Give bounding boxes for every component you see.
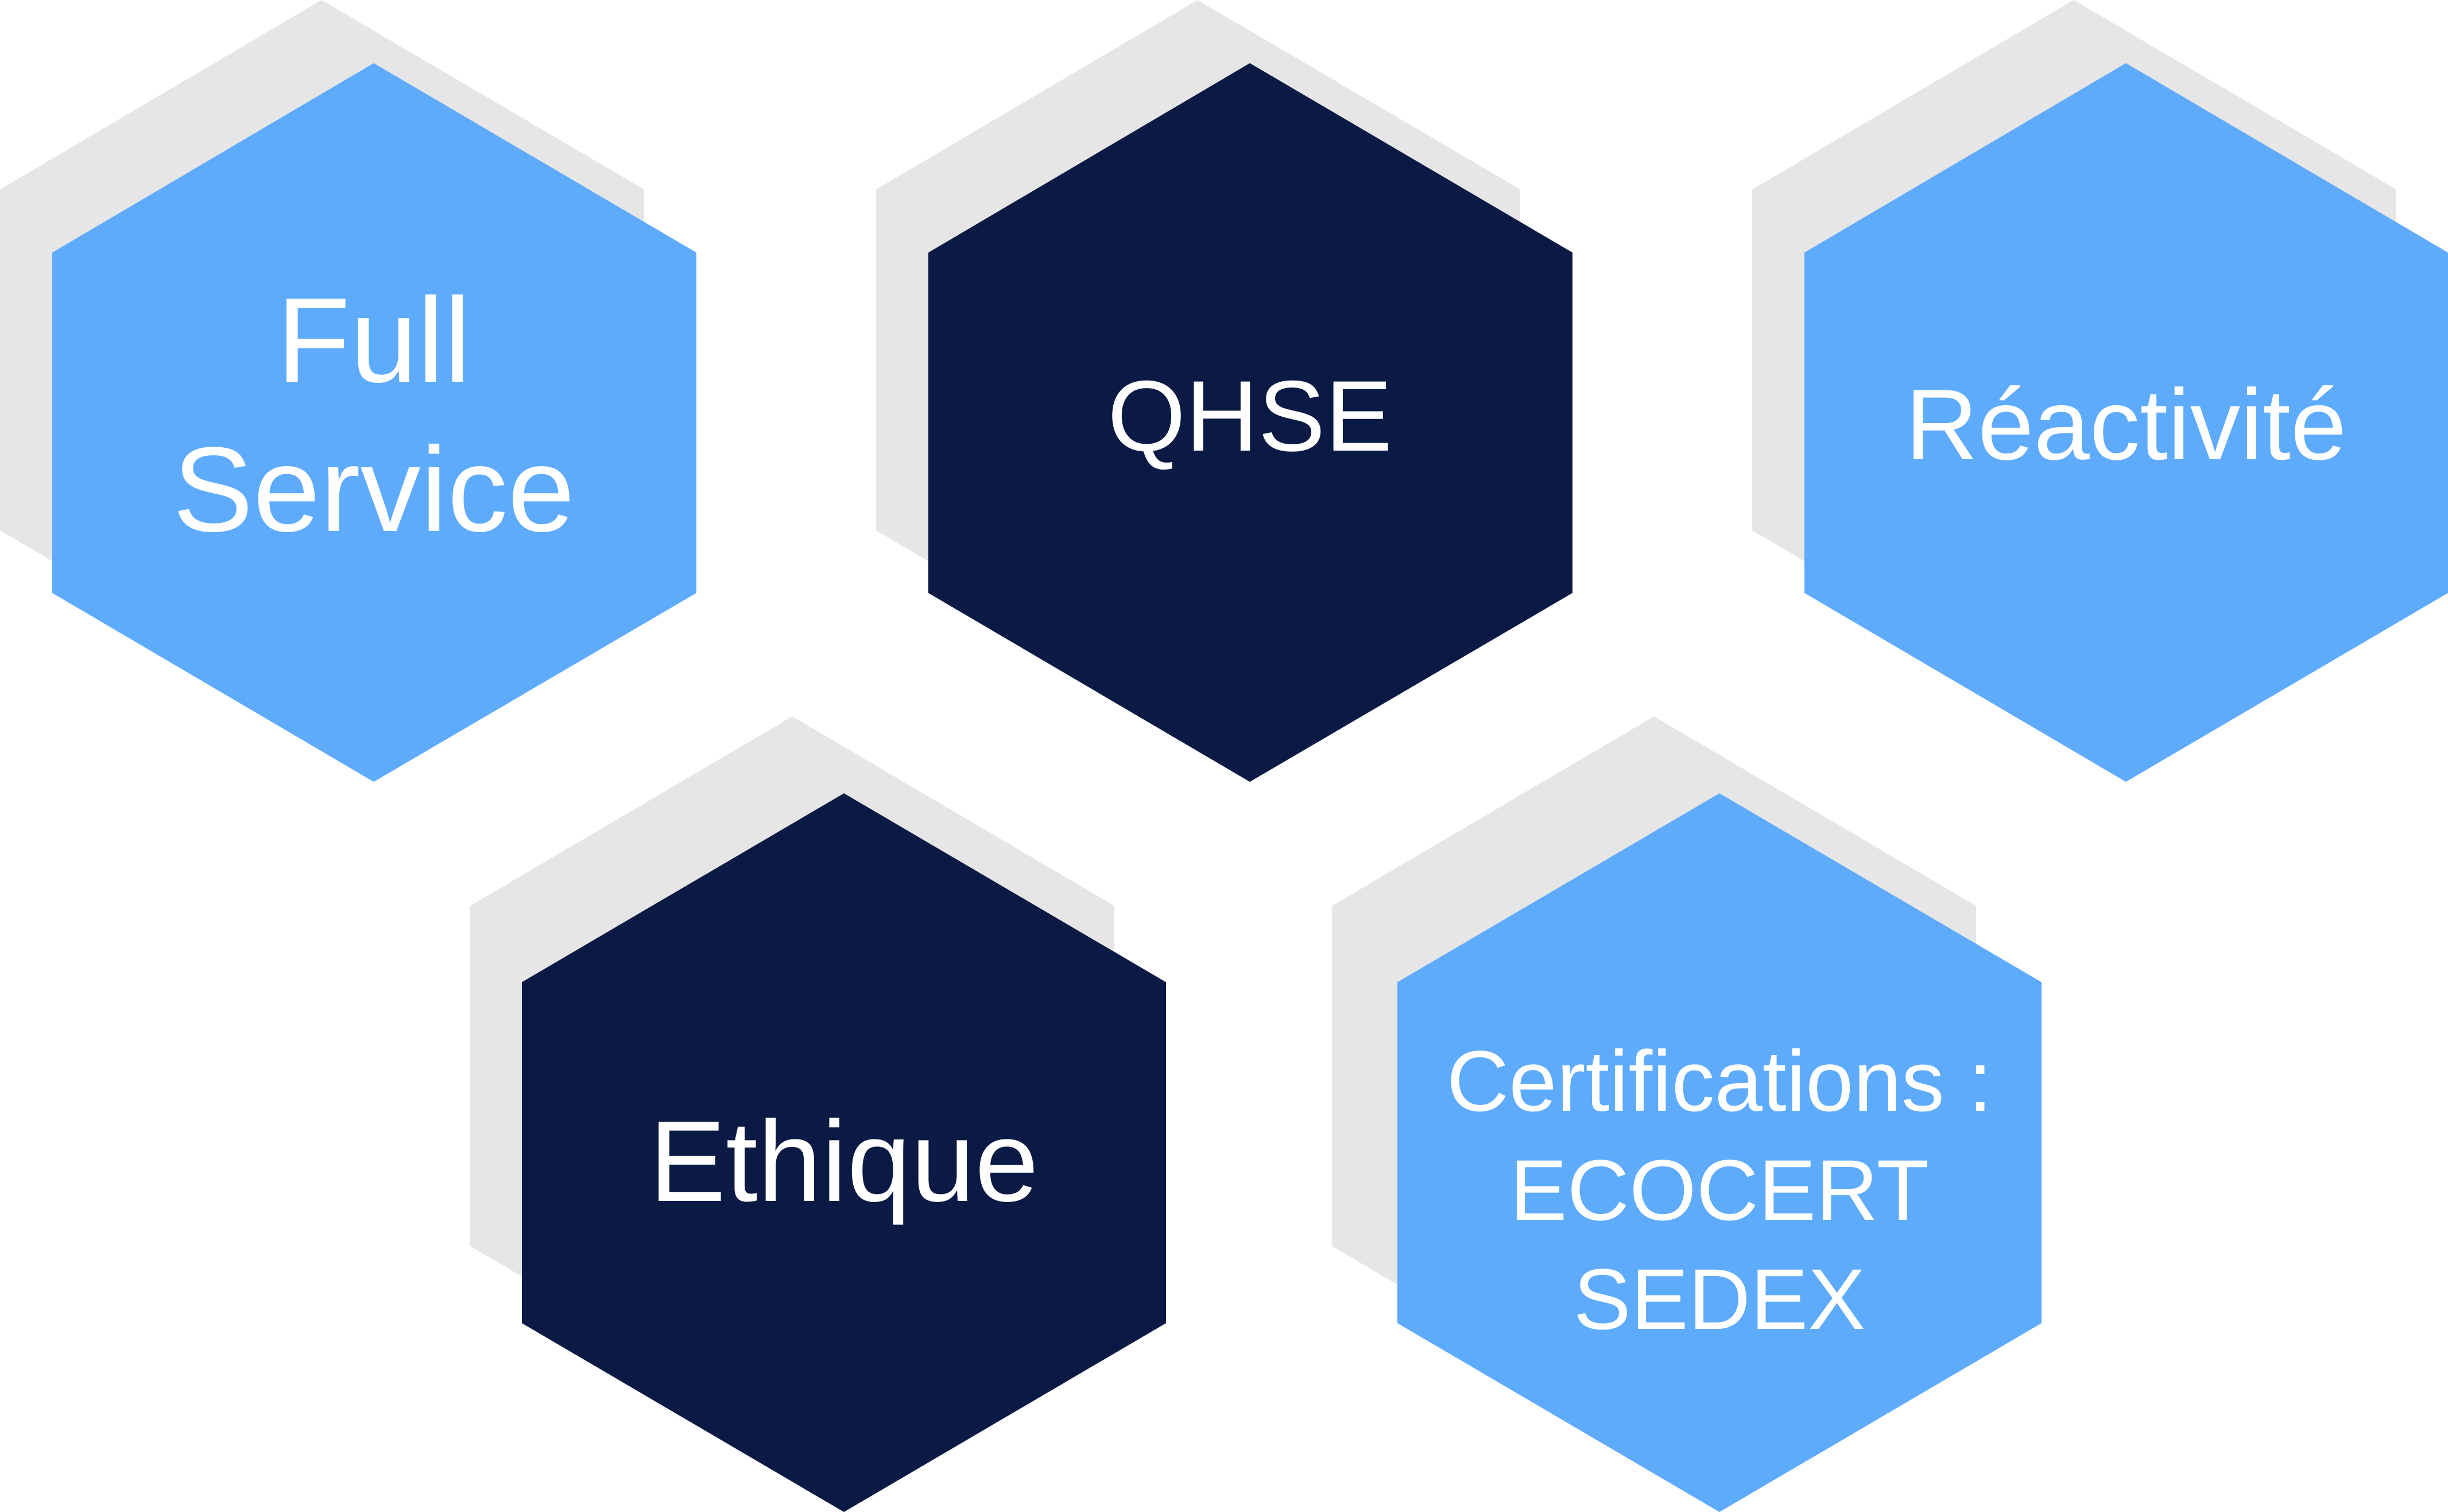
hexagon-shape bbox=[1804, 63, 2448, 782]
hexagon-label: Ethique bbox=[649, 1098, 1039, 1226]
hexagon-certifications: Certifications : ECOCERT SEDEX bbox=[1332, 716, 2042, 1512]
hexagon-label: Certifications : bbox=[1447, 1033, 1992, 1129]
hexagon-shape bbox=[52, 63, 696, 782]
hexagon-label: ECOCERT bbox=[1510, 1142, 1930, 1238]
hexagon-qhse: QHSE bbox=[876, 0, 1572, 782]
hexagon-reactivite: Réactivité bbox=[1752, 0, 2448, 782]
hexagon-label: Full bbox=[277, 273, 471, 408]
hexagon-shape bbox=[928, 63, 1572, 782]
hexagon-shape bbox=[522, 793, 1166, 1512]
hexagon-label: QHSE bbox=[1107, 360, 1392, 472]
hexagon-full-service: Full Service bbox=[0, 0, 696, 782]
hexagon-shape bbox=[1397, 793, 2042, 1512]
hexagon-label: Réactivité bbox=[1905, 369, 2346, 481]
hexagon-label: Service bbox=[173, 422, 575, 557]
hexagon-ethique: Ethique bbox=[470, 716, 1166, 1512]
hexagon-label: SEDEX bbox=[1574, 1251, 1866, 1347]
